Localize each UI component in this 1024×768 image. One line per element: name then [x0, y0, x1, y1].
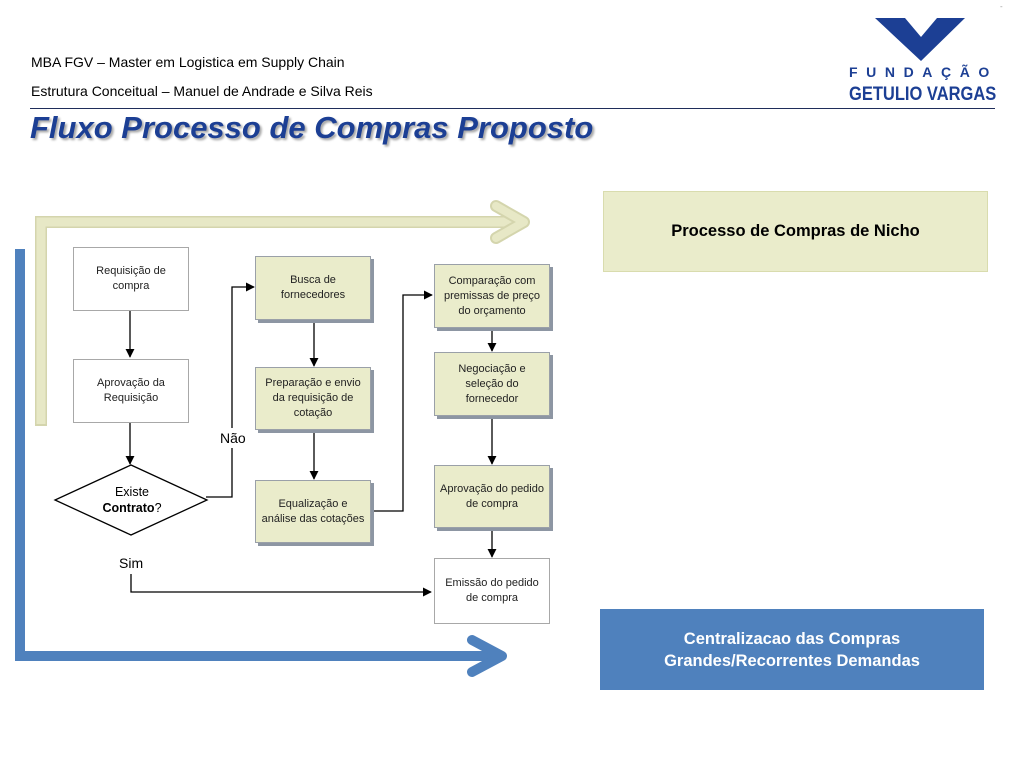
box-negociacao-text: Negociação e seleção do fornecedor	[458, 362, 526, 405]
box-comparacao: Comparação com premissas de preço do orç…	[434, 264, 550, 328]
panel-processo-nicho: Processo de Compras de Nicho	[603, 191, 988, 272]
decision-label-bold: Contrato	[102, 501, 155, 515]
label-sim: Sim	[119, 555, 144, 571]
decision-label-suffix: ?	[154, 501, 162, 515]
label-nao-bg	[215, 428, 251, 448]
connector-nao-to-busca	[206, 282, 255, 498]
box-aprovacao-pedido: Aprovação do pedido de compra	[434, 465, 550, 528]
panel-centralizacao-line1: Centralizacao das Compras	[683, 629, 901, 648]
box-requisicao: Requisição de compra	[73, 247, 189, 311]
fgv-logo-mark	[875, 18, 965, 61]
centralized-process-arrow	[15, 249, 507, 677]
box-preparacao-text: Preparação e envio da requisição de cota…	[265, 377, 361, 419]
slide-title: Fluxo Processo de Compras Proposto	[30, 110, 594, 145]
corner-mark: -	[1000, 2, 1003, 11]
flow-connectors	[125, 282, 497, 597]
header-course-line: MBA FGV – Master em Logistica em Supply …	[31, 54, 345, 70]
niche-process-arrow	[35, 200, 530, 426]
label-sim-bg	[115, 554, 149, 572]
panel-processo-nicho-text: Processo de Compras de Nicho	[671, 222, 920, 240]
label-nao: Não	[220, 430, 246, 446]
box-emissao-pedido: Emissão do pedido de compra	[434, 558, 550, 624]
box-preparacao-cotacao: Preparação e envio da requisição de cota…	[255, 367, 371, 430]
fgv-logo-shape	[875, 18, 965, 61]
logo-name-text: GETULIO VARGAS	[849, 84, 997, 105]
box-aprovacao-pedido-text: Aprovação do pedido de compra	[440, 482, 544, 510]
box-negociacao: Negociação e seleção do fornecedor	[434, 352, 550, 416]
box-requisicao-text: Requisição de compra	[96, 265, 166, 292]
connector-equal-to-comp	[374, 290, 433, 512]
box-comparacao-text: Comparação com premissas de preço do orç…	[444, 274, 540, 317]
box-busca-fornecedores: Busca de fornecedores	[255, 256, 371, 320]
logo-org-text: FUNDAÇÃO	[849, 64, 998, 80]
box-emissao-text: Emissão do pedido de compra	[445, 577, 539, 604]
panel-centralizacao: Centralizacao das Compras Grandes/Recorr…	[600, 609, 984, 690]
header-divider	[30, 108, 995, 109]
decision-diamond	[53, 464, 209, 536]
box-equalizacao-text: Equalização e análise das cotações	[261, 497, 365, 525]
header-subtitle-line: Estrutura Conceitual – Manuel de Andrade…	[31, 83, 373, 99]
panel-centralizacao-line2: Grandes/Recorrentes Demandas	[664, 651, 920, 670]
decision-label: Existe Contrato?	[88, 484, 176, 516]
box-busca-text: Busca de fornecedores	[280, 274, 346, 301]
box-aprovacao-requisicao: Aprovação da Requisição	[73, 359, 189, 423]
box-equalizacao: Equalização e análise das cotações	[255, 480, 371, 543]
connector-sim-to-emissao	[130, 574, 432, 597]
decision-label-prefix: Existe	[114, 485, 150, 499]
box-aprovacao-requisicao-text: Aprovação da Requisição	[97, 377, 165, 404]
